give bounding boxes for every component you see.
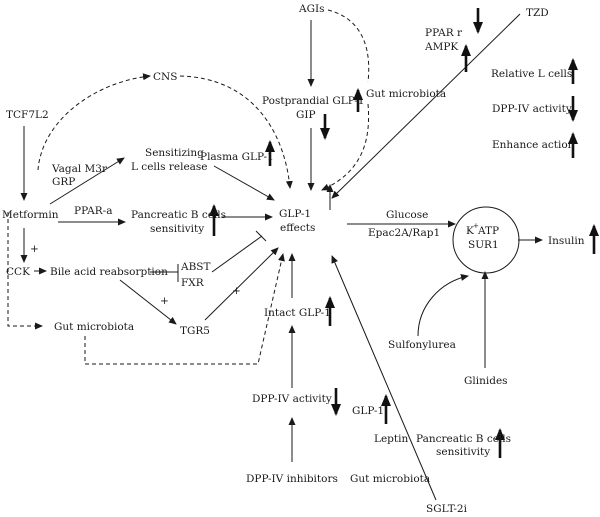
label-cns: CNS: [153, 71, 177, 83]
dashed-cns-to-glp1: [179, 75, 293, 189]
dashed-metformin-to-cns: [37, 73, 151, 171]
label-plus-tgr5-right: +: [232, 285, 241, 297]
inhibit-bar-glp1: [255, 230, 267, 242]
label-plus-tgr5-left: +: [160, 295, 169, 307]
label-tcf7l2: TCF7L2: [6, 109, 49, 121]
label-relative-l-cells: Relative L cells: [491, 68, 572, 80]
label-bile-acid: Bile acid reabsorption: [50, 266, 168, 278]
label-effects: effects: [280, 222, 315, 234]
arrow-sglt2i-to-glp1: [331, 255, 437, 501]
arrow-sulfonylurea-to-katp: [417, 274, 469, 337]
label-agis: AGIs: [298, 3, 325, 15]
label-plus-metformin: +: [30, 243, 39, 255]
labels: AGIs TZD PPAR r AMPK CNS TCF7L2 Postpran…: [2, 3, 585, 515]
label-katp-atp: ATP: [477, 225, 499, 237]
dashed-agis-to-gut-microbiota: [327, 9, 370, 83]
label-l-cells-release: L cells release: [131, 161, 208, 173]
label-grp: GRP: [52, 176, 75, 188]
label-gip: GIP: [296, 109, 316, 121]
label-tgr5: TGR5: [180, 325, 210, 337]
label-leptin: Leptin: [374, 433, 408, 445]
label-insulin: Insulin: [548, 235, 585, 247]
line-abst-to-glp1: [211, 235, 263, 273]
label-pancreatic-b-cells: Pancreatic B cells: [131, 209, 226, 221]
label-gut-microbiota-bottom: Gut microbiota: [350, 473, 430, 485]
label-pancreatic-b-cells-bottom: Pancreatic B cells: [416, 433, 511, 445]
katp-channel-circle: [452, 206, 520, 274]
label-glucose: Glucose: [386, 209, 428, 221]
label-dppiv-activity-right: DPP-IV activity: [492, 103, 572, 115]
label-intact-glp1: Intact GLP-1: [264, 307, 331, 319]
label-glinides: Glinides: [464, 375, 508, 387]
label-sglt2i: SGLT-2i: [426, 503, 468, 515]
dashed-metformin-to-gut-microbiota: [7, 212, 43, 330]
label-fxr: FXR: [181, 277, 205, 289]
label-sulfonylurea: Sulfonylurea: [388, 339, 456, 351]
label-postprandial-glp1: Postprandial GLP-1: [262, 95, 364, 107]
label-tzd: TZD: [526, 7, 549, 19]
arrow-bile-to-tgr5: [119, 279, 177, 325]
label-glp1-small: GLP-1: [352, 405, 384, 417]
dashed-gut-microbiota-left-to-glp1: [84, 253, 285, 365]
label-metformin: Metformin: [2, 209, 59, 221]
label-dppiv-activity-bottom: DPP-IV activity: [252, 393, 332, 405]
label-sensitizing: Sensitizing: [145, 147, 204, 159]
label-katp-plus: +: [473, 222, 479, 230]
label-sur1: SUR1: [468, 239, 499, 251]
arrow-tgr5-to-glp1: [204, 247, 279, 321]
label-gut-microbiota-top: Gut microbiota: [366, 88, 446, 100]
label-katp-k: K: [466, 225, 474, 237]
label-abst: ABST: [180, 261, 211, 273]
indicators: [209, 8, 599, 458]
dashed-gut-microbiota-to-glp1: [321, 103, 370, 191]
connectors: [7, 9, 543, 501]
label-plasma-glp1: Plasma GLP-1: [200, 151, 274, 163]
label-gut-microbiota-left: Gut microbiota: [54, 321, 134, 333]
arrow-sensitizing-to-glp1: [213, 165, 275, 201]
arrow-metformin-to-sensitizing: [49, 157, 125, 205]
label-epac2a-rap1: Epac2A/Rap1: [368, 227, 440, 239]
label-vagal-m3r: Vagal M3r: [51, 163, 108, 175]
arrow-tzd-to-glp1: [331, 13, 521, 199]
label-sensitivity: sensitivity: [150, 223, 204, 235]
label-dppiv-inhibitors: DPP-IV inhibitors: [246, 473, 338, 485]
label-ampk: AMPK: [424, 41, 458, 53]
label-cck: CCK: [6, 266, 30, 278]
label-enhance-action: Enhance action: [492, 139, 575, 151]
label-sensitivity-bottom: sensitivity: [436, 446, 490, 458]
label-ppar-r: PPAR r: [425, 27, 463, 39]
label-glp1: GLP-1: [279, 208, 311, 220]
label-ppar-a: PPAR-a: [74, 205, 112, 217]
